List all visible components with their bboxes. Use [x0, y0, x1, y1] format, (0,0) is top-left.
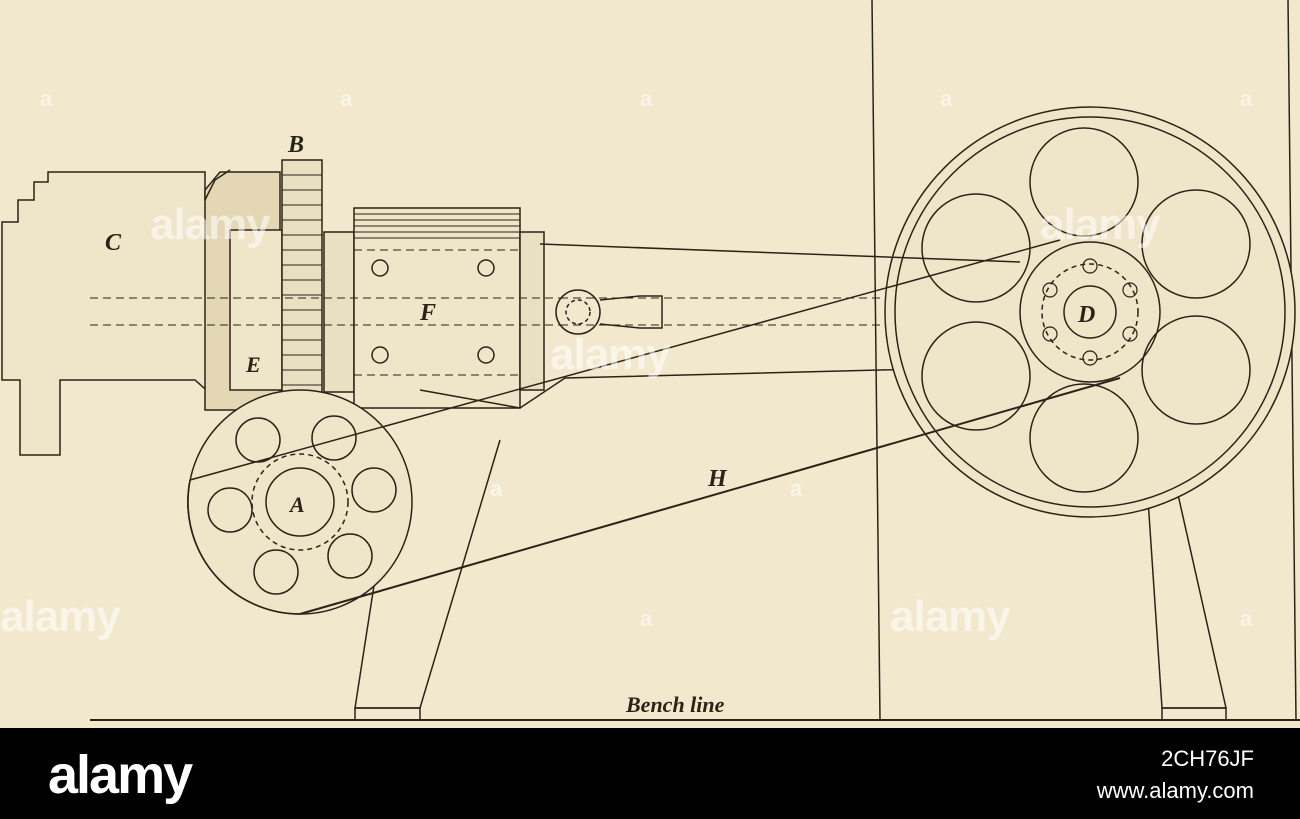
watermark-1: alamy — [150, 200, 271, 249]
pulley-a-spoke-hole-4 — [351, 467, 397, 513]
label-h: H — [707, 466, 728, 492]
pulley-d-spoke-hole-2 — [1141, 189, 1251, 299]
watermark-mark-2: a — [340, 86, 353, 111]
pulley-d-hub — [1019, 241, 1161, 383]
footer-logo[interactable]: alamy — [48, 745, 193, 805]
pulley-d-hub-dashed — [1041, 263, 1139, 361]
watermark-4: alamy — [0, 592, 121, 641]
pulley-d-spoke-hole-3 — [1141, 315, 1251, 425]
housing-right-line — [1287, 0, 1297, 721]
label-b: B — [287, 132, 304, 158]
machine-diagram: B C E F A D H Bench line — [1, 0, 1300, 721]
pulley-d-bolts — [1042, 258, 1138, 366]
coupling — [599, 295, 663, 329]
label-a: A — [288, 492, 305, 517]
housing-f-collar — [519, 231, 545, 391]
pulley-d-spoke-hole-4 — [1029, 383, 1139, 493]
watermark-mark-8: a — [640, 606, 653, 631]
pulley-a-hub — [251, 453, 349, 551]
footer-url[interactable]: www.alamy.com — [1096, 778, 1254, 803]
watermark-mark-1: a — [40, 86, 53, 111]
pulley-d-boss — [1063, 285, 1117, 339]
watermark-3: alamy — [1040, 200, 1161, 249]
worm-collar — [323, 231, 355, 393]
pulley-d-spoke-hole-5 — [921, 321, 1031, 431]
leg-left-foot — [354, 707, 421, 721]
belt-upper — [189, 239, 1061, 481]
screw-4 — [477, 346, 495, 364]
watermark-mark-4: a — [940, 86, 953, 111]
label-e: E — [245, 352, 261, 377]
watermark-mark-7: a — [790, 476, 803, 501]
label-c: C — [105, 230, 122, 256]
belt-lower — [299, 377, 1121, 615]
footer-image-id: 2CH76JF — [1161, 746, 1254, 771]
screw-2 — [477, 259, 495, 277]
stock-footer: alamy 2CH76JF www.alamy.com — [0, 728, 1300, 819]
pulley-a-boss — [265, 467, 335, 537]
watermark-mark-6: a — [490, 476, 503, 501]
pulley-d-rim-inner — [894, 116, 1286, 508]
pulley-d-spoke-hole-1 — [1029, 127, 1139, 237]
watermark-2: alamy — [550, 330, 671, 379]
leg-right-foot — [1161, 707, 1227, 721]
engraving-plate: B C E F A D H Bench line alamy alamy ala… — [0, 0, 1300, 728]
pulley-a-spoke-hole-2 — [253, 549, 299, 595]
universal-joint — [555, 289, 601, 335]
belt-top-f — [539, 243, 1021, 263]
watermark-5: alamy — [890, 592, 1011, 641]
watermark-mark-3: a — [640, 86, 653, 111]
label-bench-line: Bench line — [625, 692, 725, 717]
watermark-mark-9: a — [1240, 606, 1253, 631]
bed-arm-left — [419, 389, 521, 409]
pulley-a-spoke-hole-1 — [207, 487, 253, 533]
housing-left-line — [871, 0, 881, 721]
pulley-a-spoke-hole-6 — [311, 415, 357, 461]
housing-f-ribs — [354, 213, 520, 239]
pulley-d-rim — [884, 106, 1296, 518]
screw-3 — [371, 346, 389, 364]
headstock-c — [1, 171, 213, 456]
label-d: D — [1077, 302, 1095, 328]
universal-joint-inner — [565, 299, 591, 325]
belt-wrap-a — [187, 479, 301, 615]
screw-1 — [371, 259, 389, 277]
housing-hatch — [204, 169, 231, 201]
label-f: F — [419, 300, 436, 326]
pulley-a-spoke-hole-3 — [327, 533, 373, 579]
watermark-mark-5: a — [1240, 86, 1253, 111]
